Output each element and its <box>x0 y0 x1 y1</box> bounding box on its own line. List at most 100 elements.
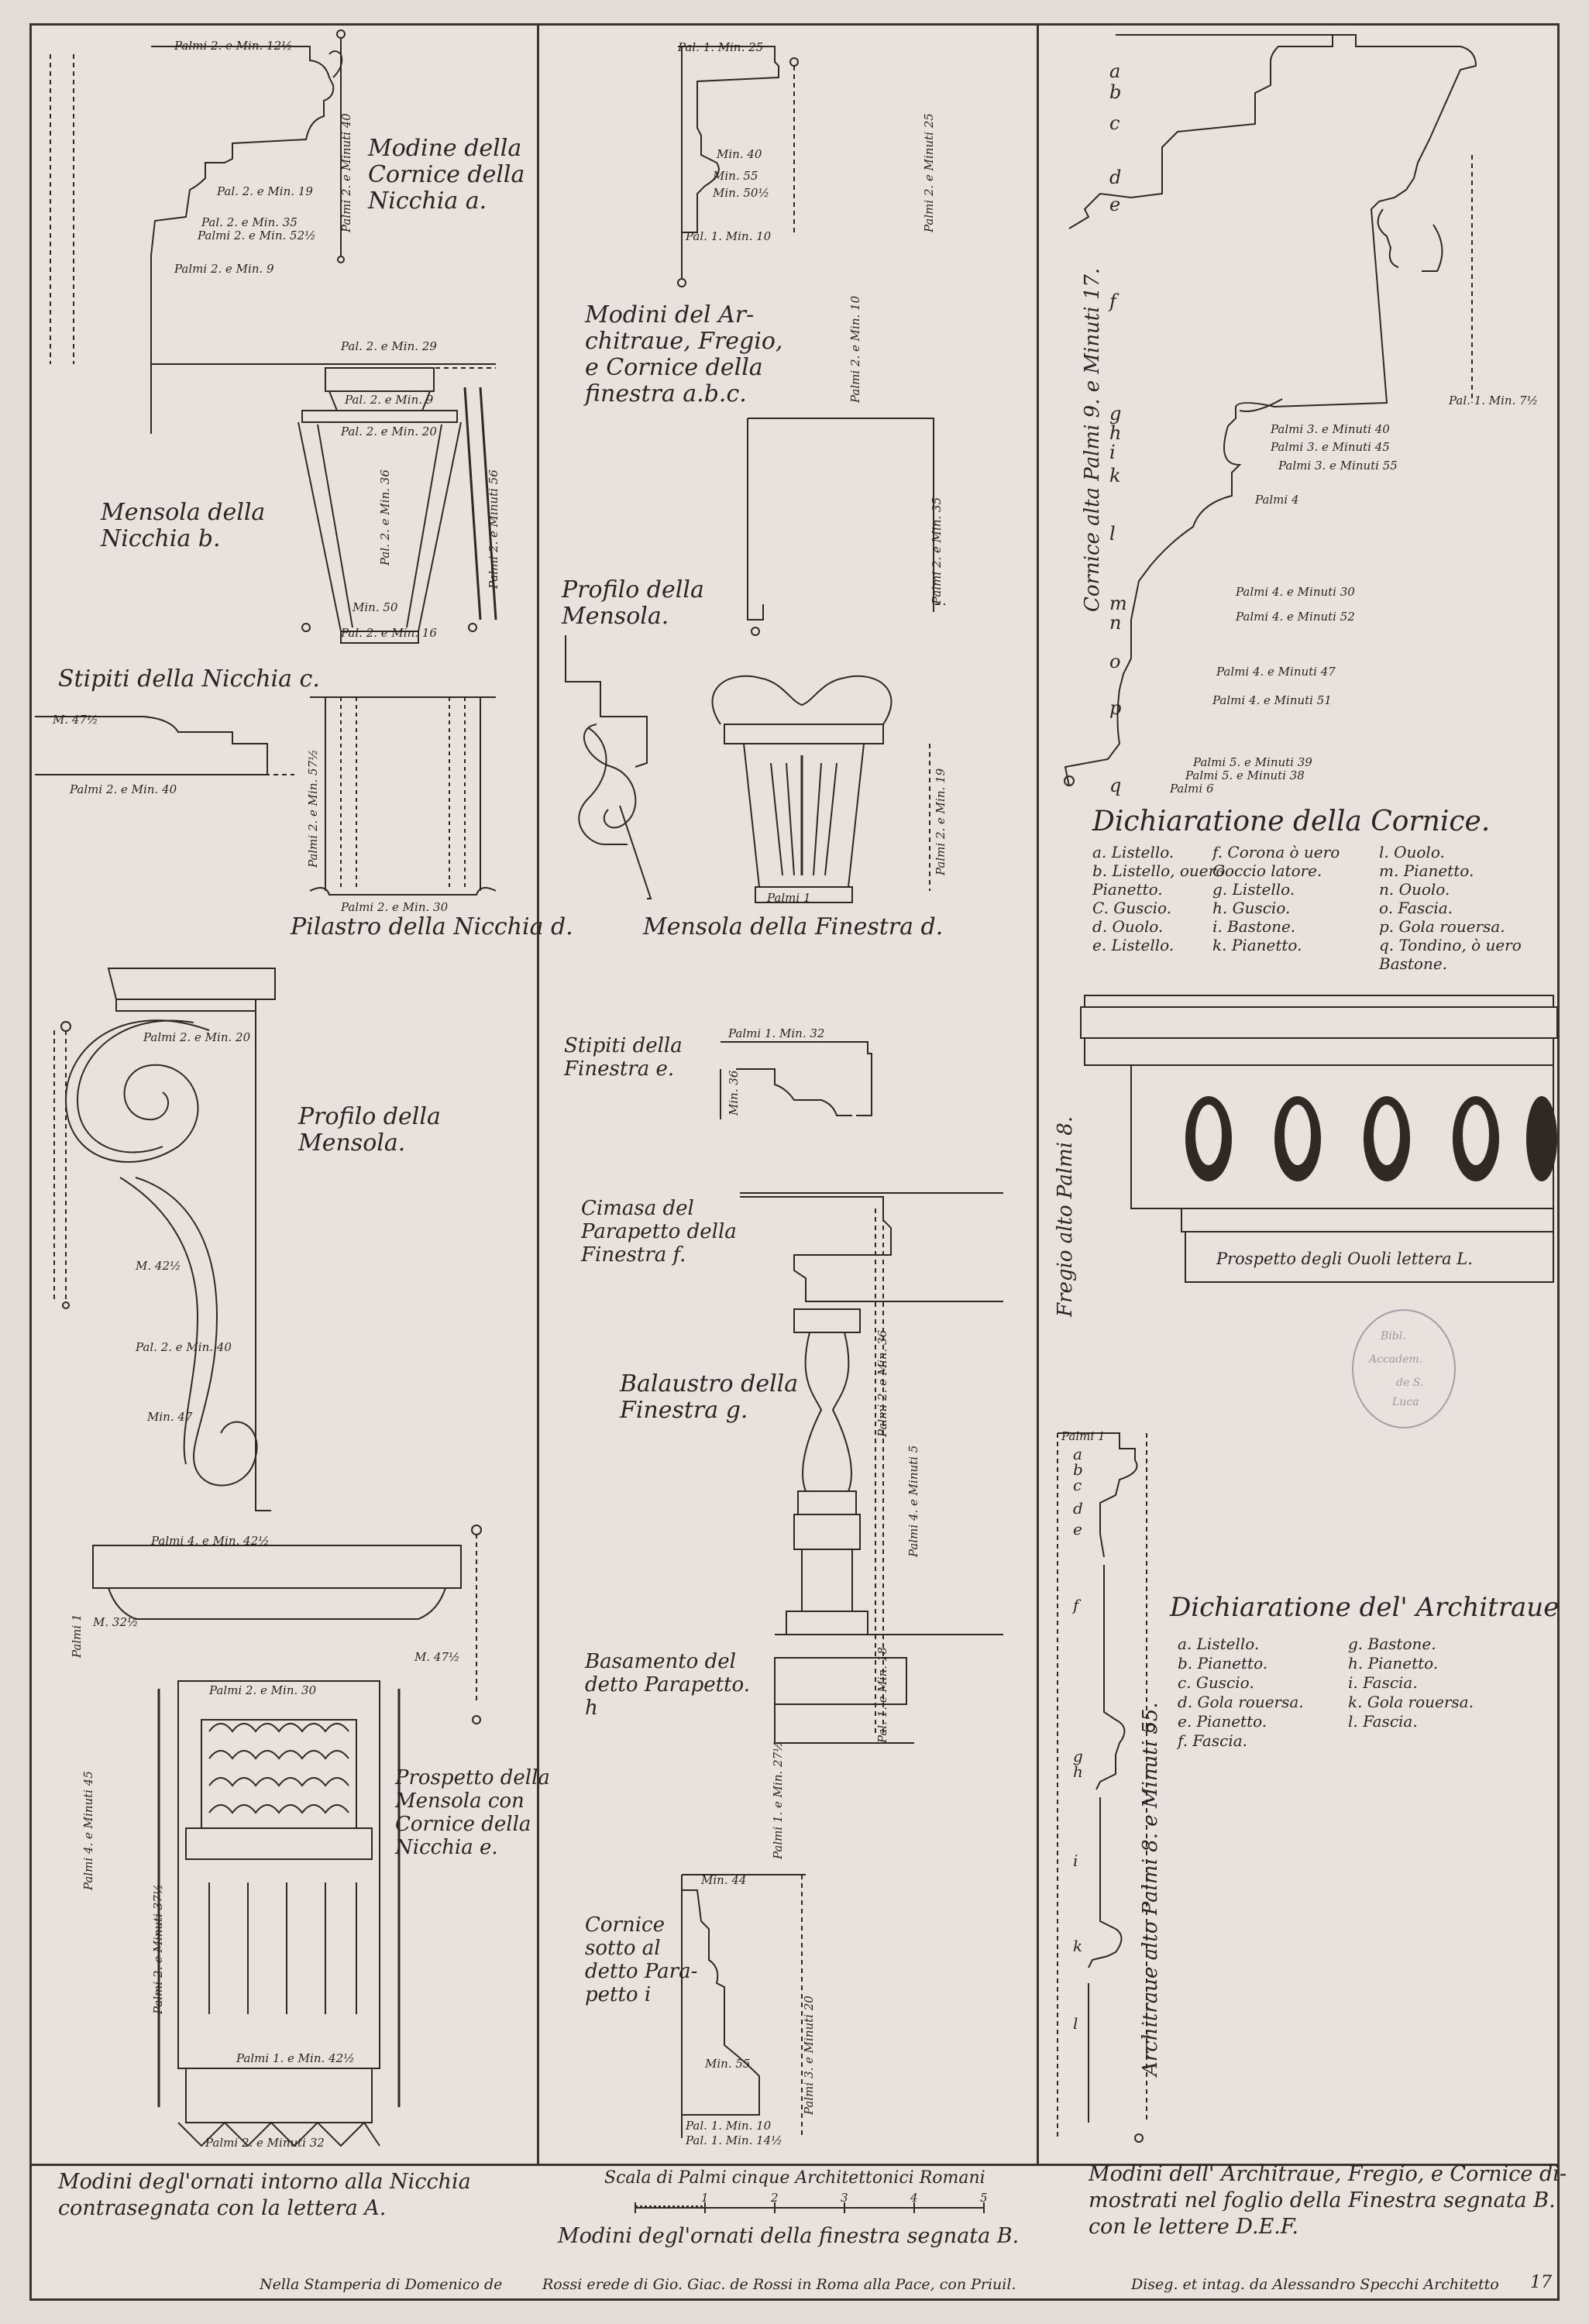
dimension-label: Palmi 4. e Minuti 30 <box>1236 585 1355 599</box>
column1-caption: Modini degl'ornati intorno alla Nicchia … <box>58 2170 471 2220</box>
dimension-label: Palmi 3. e Minuti 40 <box>1271 422 1390 436</box>
architrave-legend-item: k. Gola rouersa. <box>1348 1693 1474 1711</box>
scale-number: 2 <box>771 2191 779 2205</box>
cornice-letter: o <box>1109 651 1121 672</box>
dimension-label: Pal. 1. Min. 7½ <box>1449 394 1539 407</box>
bracket-elevation-title: Prospetto della Mensola con Cornice dell… <box>395 1766 550 1859</box>
architrave-legend-item: a. Listello. <box>1178 1635 1260 1653</box>
dimension-label: Palmi 5. e Minuti 39 <box>1193 755 1312 769</box>
imprint-middle: Rossi erede di Gio. Giac. de Rossi in Ro… <box>542 2276 1016 2293</box>
niche-bracket-title: Mensola della Nicchia b. <box>101 499 266 552</box>
dimension-label: Min. 55 <box>713 169 758 183</box>
dimension-label: Palmi 2. e Minuti 37½ <box>151 1883 165 2014</box>
dimension-label: Palmi 2. e Minuti 32 <box>205 2136 325 2150</box>
niche-bracket-drawing <box>298 367 497 644</box>
cornice-legend-item: m. Pianetto. <box>1379 861 1474 880</box>
scale-number: 1 <box>701 2191 709 2205</box>
dimension-label: Palmi 2. e Min. 52½ <box>198 229 316 242</box>
cornice-legend-item: e. Listello. <box>1092 936 1175 954</box>
cornice-legend-item: h. Guscio. <box>1212 899 1291 917</box>
niche-pilaster-drawing <box>309 696 497 896</box>
dimension-label: Palmi 4. e Minuti 47 <box>1216 665 1336 679</box>
cornice-legend-item: n. Ouolo. <box>1379 880 1450 899</box>
dimension-label: M. 32½ <box>93 1615 139 1629</box>
dimension-label: Pal. 2. e Min. 9 <box>345 393 434 407</box>
cornice-height-label: Cornice alta Palmi 9. e Minuti 17. <box>1081 267 1104 612</box>
architrave-letter: d <box>1073 1499 1083 1518</box>
window-entablature-profile <box>677 46 945 636</box>
architrave-letter: l <box>1073 2014 1078 2033</box>
cornice-legend-item: p. Gola rouersa. <box>1379 917 1505 936</box>
architrave-legend-title: Dichiaratione del' Architraue <box>1170 1592 1560 1623</box>
window-entablature-title: Modini del Ar- chitraue, Fregio, e Corni… <box>585 301 783 407</box>
stamp-text: Luca <box>1392 1396 1419 1408</box>
architrave-letter: i <box>1073 1851 1078 1870</box>
scale-number: 3 <box>841 2191 848 2205</box>
dimension-label: Palmi 4 <box>1255 493 1299 507</box>
window-bracket-profile <box>565 635 652 899</box>
baluster-title: Balaustro della Finestra g. <box>620 1370 799 1424</box>
dimension-label: Min. 50½ <box>713 186 769 200</box>
dimension-label: Palmi 4. e Minuti 51 <box>1212 693 1332 707</box>
architrave-legend-item: f. Fascia. <box>1178 1731 1247 1750</box>
scale-number: 5 <box>980 2191 988 2205</box>
window-jamb-profile <box>720 1041 872 1119</box>
dimension-label: Pal. 2. e Min. 40 <box>136 1340 232 1354</box>
architrave-legend-item: h. Pianetto. <box>1348 1654 1439 1673</box>
ovolo-caption: Prospetto degli Ouoli lettera L. <box>1216 1250 1473 1268</box>
cornice-letter: n <box>1109 612 1122 634</box>
architrave-legend-item: l. Fascia. <box>1348 1712 1418 1731</box>
architrave-letter: h <box>1073 1762 1083 1781</box>
cornice-legend-item: q. Tondino, ò uero <box>1379 936 1522 954</box>
dimension-label: Palmi 2. e Min. 20 <box>143 1030 251 1044</box>
dimension-label: Pal. 2. e Min. 19 <box>217 184 313 198</box>
imprint-right: Diseg. et intag. da Alessandro Specchi A… <box>1131 2276 1499 2293</box>
column-divider-1 <box>537 26 539 2164</box>
dimension-label: Palmi 2. e Minuti 40 <box>339 113 353 232</box>
cornice-legend-item: Bastone. <box>1379 954 1448 973</box>
cornice-legend-item: l. Ouolo. <box>1379 843 1445 861</box>
parapet-cornice-profile <box>681 1874 806 2138</box>
niche-pilaster-title: Pilastro della Nicchia d. <box>291 913 573 940</box>
cornice-molding-profile <box>50 29 496 434</box>
cornice-letter: l <box>1109 523 1116 545</box>
scale-bar <box>635 2202 985 2213</box>
dimension-label: Pal. 1. Min. 10 <box>686 229 772 243</box>
bracket-elevation-drawing <box>92 1525 482 2147</box>
dimension-label: Palmi 2. e Min. 12½ <box>174 39 293 53</box>
cornice-letter: g <box>1109 403 1122 425</box>
cornice-legend-title: Dichiaratione della Cornice. <box>1092 806 1491 837</box>
dimension-label: Palmi 1 <box>70 1614 84 1659</box>
architrave-legend-item: i. Fascia. <box>1348 1673 1418 1692</box>
library-stamp: Bibl. Accadem. de S. Luca <box>1352 1309 1456 1428</box>
dimension-label: Palmi 2. e Min. 36 <box>875 1329 889 1437</box>
dimension-label: Min. 44 <box>701 1873 747 1887</box>
ovolo-caption-box: Prospetto degli Ouoli lettera L. <box>1185 1236 1488 1278</box>
dimension-label: Palmi 2. e Min. 30 <box>341 900 449 914</box>
cornice-letter: h <box>1109 422 1122 444</box>
parapet-cornice-title: Cornice sotto al detto Para- petto i <box>585 1913 698 2006</box>
dimension-label: Min. 50 <box>353 600 398 614</box>
architrave-legend-item: c. Guscio. <box>1178 1673 1254 1692</box>
dimension-label: Palmi 3. e Minuti 45 <box>1271 440 1390 454</box>
cornice-letter: a <box>1109 60 1121 82</box>
dimension-label: Palmi 2. e Min. 9 <box>174 262 274 276</box>
cornice-legend-item: f. Corona ò uero <box>1212 843 1340 861</box>
dimension-label: Palmi 1. e Min. 42½ <box>236 2051 355 2065</box>
imprint-left: Nella Stamperia di Domenico de <box>260 2276 503 2293</box>
architrave-profile <box>1057 1432 1155 2143</box>
cornice-letter: b <box>1109 81 1122 103</box>
niche-jamb-title: Stipiti della Nicchia c. <box>58 665 320 693</box>
architrave-height-label: Architraue alto Palmi 8. e Minuti 55. <box>1139 1702 1162 2076</box>
dimension-label: Palmi 2. e Minuti 56 <box>487 469 500 589</box>
column-divider-2 <box>1037 26 1039 2164</box>
cornice-letter: q <box>1109 775 1122 796</box>
architrave-letter: b <box>1073 1460 1083 1479</box>
dimension-label: Palmi 2. e Min. 19 <box>934 768 948 875</box>
niche-jamb-profile <box>35 716 294 775</box>
scale-number: 4 <box>910 2191 918 2205</box>
dimension-label: Palmi 2. e Min. 10 <box>848 295 862 403</box>
dimension-label: Palmi 1 <box>767 891 811 905</box>
window-bracket-profile-title: Profilo della Mensola. <box>562 576 704 630</box>
